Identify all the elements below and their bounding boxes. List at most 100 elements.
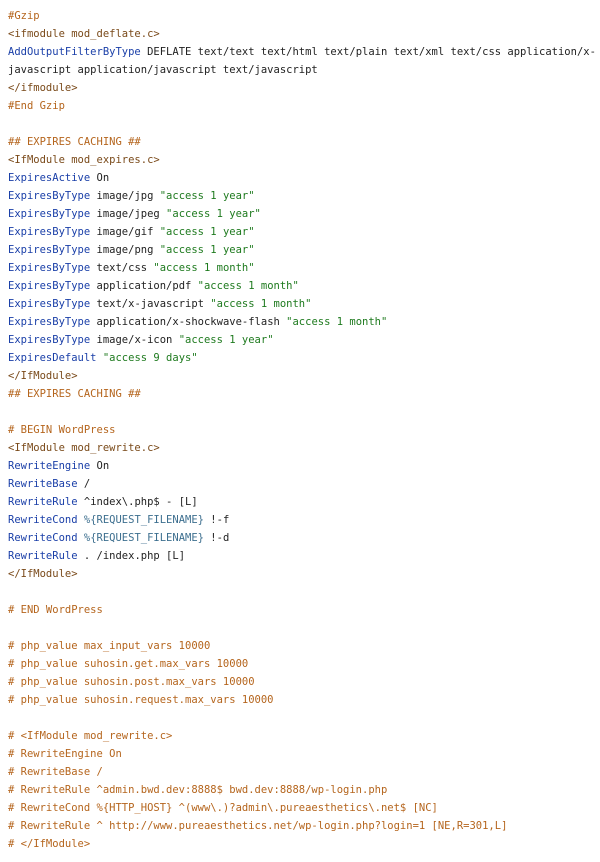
code-token-comment: # BEGIN WordPress — [8, 424, 116, 436]
code-token-plain: On — [90, 172, 110, 184]
code-line: ExpiresByType image/jpeg "access 1 year" — [8, 205, 600, 223]
code-line: RewriteBase / — [8, 475, 600, 493]
code-token-plain: ^index\.php$ - [L] — [77, 496, 198, 508]
code-token-comment: # php_value max_input_vars 10000 — [8, 640, 211, 652]
code-token-plain: !-d — [203, 532, 230, 544]
code-line — [8, 709, 600, 727]
code-line — [8, 583, 600, 601]
code-token-dir: ExpiresByType — [8, 280, 91, 292]
code-token-plain: image/jpeg — [90, 208, 167, 220]
code-line: # php_value suhosin.post.max_vars 10000 — [8, 673, 600, 691]
code-token-plain: text/x-javascript — [90, 298, 211, 310]
code-token-plain: image/png — [90, 244, 160, 256]
code-line — [8, 403, 600, 421]
code-token-str: "access 1 year" — [159, 244, 255, 256]
code-line: # RewriteRule ^admin.bwd.dev:8888$ bwd.d… — [8, 781, 600, 799]
code-line: ExpiresByType text/x-javascript "access … — [8, 295, 600, 313]
code-line: ## EXPIRES CACHING ## — [8, 133, 600, 151]
code-token-str: "access 9 days" — [102, 352, 198, 364]
code-line: # RewriteCond %{HTTP_HOST} ^(www\.)?admi… — [8, 799, 600, 817]
code-token-plain: image/gif — [90, 226, 160, 238]
code-line: ExpiresActive On — [8, 169, 600, 187]
code-token-dir: RewriteBase — [8, 478, 78, 490]
code-token-dir: ExpiresDefault — [8, 352, 97, 364]
code-token-tag: <IfModule mod_rewrite.c> — [8, 442, 160, 454]
code-line: ExpiresByType image/gif "access 1 year" — [8, 223, 600, 241]
code-token-plain: javascript application/javascript text/j… — [8, 64, 318, 76]
code-token-dir: ExpiresByType — [8, 298, 91, 310]
code-token-str: "access 1 year" — [178, 334, 274, 346]
code-line: # RewriteEngine On — [8, 745, 600, 763]
code-token-plain: !-f — [203, 514, 230, 526]
code-token-comment: # php_value suhosin.post.max_vars 10000 — [8, 676, 255, 688]
code-token-dir: ExpiresByType — [8, 334, 91, 346]
code-line: RewriteRule . /index.php [L] — [8, 547, 600, 565]
code-token-tag: </IfModule> — [8, 568, 78, 580]
code-token-dir: AddOutputFilterByType — [8, 46, 141, 58]
code-line — [8, 115, 600, 133]
code-token-comment: # </IfModule> — [8, 838, 91, 850]
code-token-str: "access 1 year" — [159, 190, 255, 202]
code-line: </IfModule> — [8, 565, 600, 583]
code-token-tag: </ifmodule> — [8, 82, 78, 94]
code-token-comment: ## EXPIRES CACHING ## — [8, 388, 141, 400]
code-line: ## EXPIRES CACHING ## — [8, 385, 600, 403]
code-line: RewriteRule ^index\.php$ - [L] — [8, 493, 600, 511]
code-token-plain: . /index.php [L] — [77, 550, 186, 562]
code-token-plain: application/pdf — [90, 280, 198, 292]
code-line: </IfModule> — [8, 367, 600, 385]
code-token-plain: text/css — [90, 262, 154, 274]
code-token-comment: # RewriteRule ^admin.bwd.dev:8888$ bwd.d… — [8, 784, 388, 796]
code-line: ExpiresByType image/png "access 1 year" — [8, 241, 600, 259]
code-token-var: %{REQUEST_FILENAME} — [83, 532, 204, 544]
code-line: # RewriteBase / — [8, 763, 600, 781]
code-line: <IfModule mod_expires.c> — [8, 151, 600, 169]
code-token-dir: ExpiresByType — [8, 244, 91, 256]
code-line: ExpiresByType application/x-shockwave-fl… — [8, 313, 600, 331]
code-token-dir: RewriteEngine — [8, 460, 91, 472]
code-line: RewriteCond %{REQUEST_FILENAME} !-f — [8, 511, 600, 529]
code-token-dir: ExpiresByType — [8, 226, 91, 238]
code-token-plain: On — [90, 460, 110, 472]
code-token-comment: ## EXPIRES CACHING ## — [8, 136, 141, 148]
code-token-comment: # END WordPress — [8, 604, 103, 616]
code-token-tag: <IfModule mod_expires.c> — [8, 154, 160, 166]
code-line: # php_value suhosin.request.max_vars 100… — [8, 691, 600, 709]
code-token-plain: application/x-shockwave-flash — [90, 316, 287, 328]
code-token-dir: RewriteRule — [8, 496, 78, 508]
code-token-str: "access 1 year" — [166, 208, 261, 220]
code-line: </ifmodule> — [8, 79, 600, 97]
code-line: # BEGIN WordPress — [8, 421, 600, 439]
code-token-plain: DEFLATE text/text text/html text/plain t… — [140, 46, 596, 58]
code-line: ExpiresByType image/jpg "access 1 year" — [8, 187, 600, 205]
code-token-tag: </IfModule> — [8, 370, 78, 382]
code-token-tag: <ifmodule mod_deflate.c> — [8, 28, 160, 40]
code-token-dir: ExpiresByType — [8, 262, 91, 274]
code-token-str: "access 1 year" — [159, 226, 255, 238]
code-line — [8, 619, 600, 637]
code-token-dir: ExpiresByType — [8, 208, 91, 220]
code-token-comment: # php_value suhosin.request.max_vars 100… — [8, 694, 274, 706]
code-line: #End Gzip — [8, 97, 600, 115]
code-line: ExpiresByType image/x-icon "access 1 yea… — [8, 331, 600, 349]
code-line: # </IfModule> — [8, 835, 600, 853]
code-line: ExpiresByType application/pdf "access 1 … — [8, 277, 600, 295]
code-token-comment: # RewriteCond %{HTTP_HOST} ^(www\.)?admi… — [8, 802, 438, 814]
code-token-dir: RewriteCond — [8, 532, 78, 544]
code-token-comment: # RewriteEngine On — [8, 748, 122, 760]
code-line: javascript application/javascript text/j… — [8, 61, 600, 79]
code-token-str: "access 1 month" — [153, 262, 255, 274]
code-line: ExpiresDefault "access 9 days" — [8, 349, 600, 367]
code-line: AddOutputFilterByType DEFLATE text/text … — [8, 43, 600, 61]
code-token-dir: RewriteRule — [8, 550, 78, 562]
code-line: # RewriteRule ^ http://www.pureaesthetic… — [8, 817, 600, 835]
code-token-comment: # RewriteBase / — [8, 766, 103, 778]
code-token-str: "access 1 month" — [286, 316, 388, 328]
code-token-plain: / — [77, 478, 91, 490]
code-line: # php_value max_input_vars 10000 — [8, 637, 600, 655]
code-line: <IfModule mod_rewrite.c> — [8, 439, 600, 457]
code-line: # php_value suhosin.get.max_vars 10000 — [8, 655, 600, 673]
code-line: <ifmodule mod_deflate.c> — [8, 25, 600, 43]
code-token-dir: ExpiresByType — [8, 316, 91, 328]
code-token-dir: ExpiresActive — [8, 172, 91, 184]
